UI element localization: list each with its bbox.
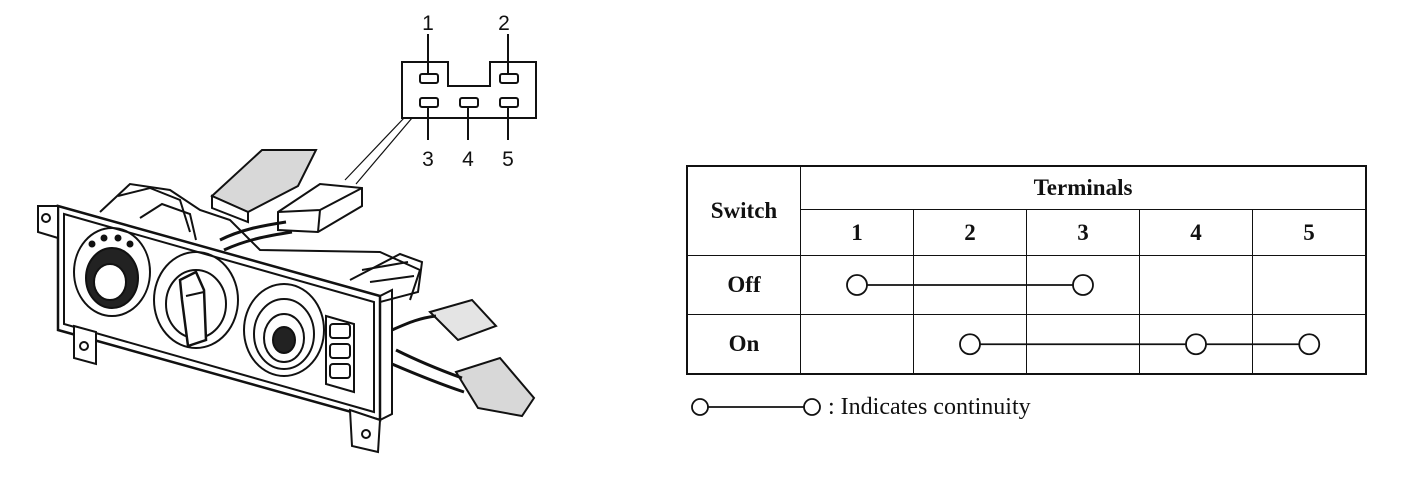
table-cell bbox=[1139, 314, 1253, 375]
table-cell bbox=[1252, 314, 1367, 375]
terminal-header-5: 5 bbox=[1252, 209, 1367, 256]
table-cell bbox=[1026, 314, 1140, 375]
front-panel bbox=[37, 204, 393, 454]
legend-text: : Indicates continuity bbox=[828, 393, 1031, 420]
terminals-header: Terminals bbox=[800, 165, 1367, 211]
table-cell bbox=[913, 255, 1027, 315]
row-label-on: On bbox=[686, 314, 801, 375]
cable bbox=[219, 220, 465, 394]
temperature-knob bbox=[243, 283, 325, 377]
table-row: Off bbox=[686, 255, 1367, 315]
connector-block bbox=[344, 34, 537, 185]
fan-speed-knob bbox=[73, 227, 151, 317]
pin-label-4: 4 bbox=[462, 148, 474, 171]
switch-header: Switch bbox=[686, 165, 801, 256]
terminal-header-3: 3 bbox=[1026, 209, 1140, 256]
table-row: On bbox=[686, 314, 1367, 375]
heater-control-illustration: 1 2 3 4 5 bbox=[37, 12, 537, 454]
row-label-off: Off bbox=[686, 255, 801, 315]
pin-label-1: 1 bbox=[422, 12, 434, 35]
continuity-table: Switch Terminals 1 2 3 4 5 Off On bbox=[686, 165, 1367, 375]
continuity-symbol-icon bbox=[691, 398, 821, 416]
pin-label-3: 3 bbox=[422, 148, 434, 171]
table-cell bbox=[1252, 255, 1367, 315]
legend: : Indicates continuity bbox=[690, 390, 1031, 424]
continuity-table-wrap: Switch Terminals 1 2 3 4 5 Off On bbox=[686, 165, 1367, 375]
terminal-header-4: 4 bbox=[1139, 209, 1253, 256]
push-buttons bbox=[325, 314, 355, 394]
table-cell bbox=[913, 314, 1027, 375]
terminal-header-2: 2 bbox=[913, 209, 1027, 256]
plug-connector bbox=[277, 182, 363, 234]
mode-selector-knob bbox=[153, 251, 239, 349]
pin-label-2: 2 bbox=[498, 12, 510, 35]
pin-label-5: 5 bbox=[502, 148, 514, 171]
table-cell bbox=[800, 255, 914, 315]
foam-pad bbox=[210, 149, 536, 418]
terminal-header-1: 1 bbox=[800, 209, 914, 256]
table-cell bbox=[1139, 255, 1253, 315]
table-cell bbox=[1026, 255, 1140, 315]
table-cell bbox=[800, 314, 914, 375]
panel-mechanism bbox=[99, 182, 424, 303]
